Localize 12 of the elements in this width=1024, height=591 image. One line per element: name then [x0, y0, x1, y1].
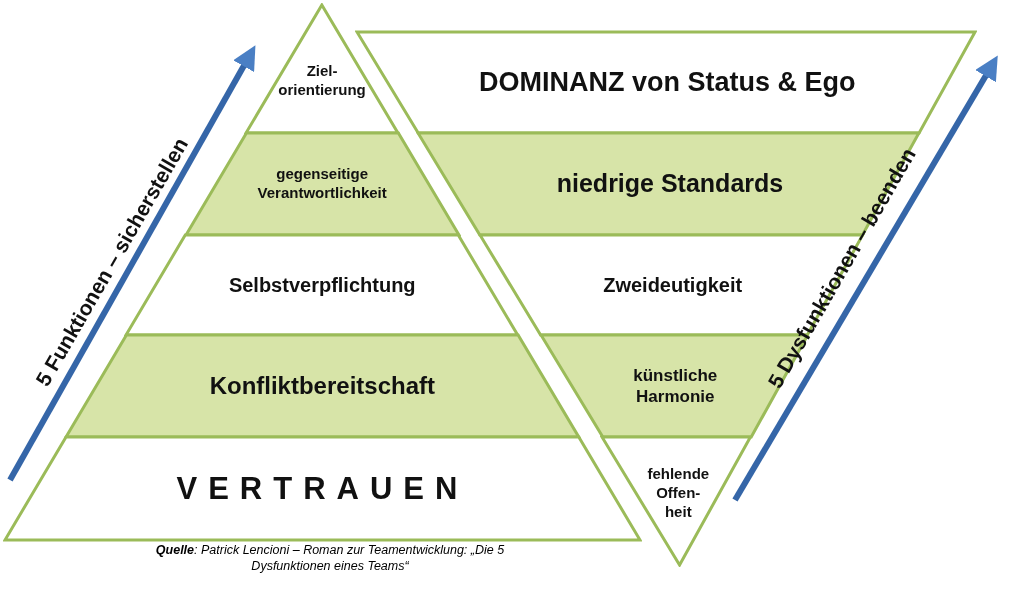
level-label: Ziel- orientierung — [277, 62, 367, 100]
level-label: gegenseitige Verantwortlichkeit — [256, 165, 388, 203]
level-label: Zweideutigkeit — [602, 272, 744, 298]
level-label: künstliche Harmonie — [632, 364, 719, 408]
level-label: niedrige Standards — [555, 168, 785, 200]
level-label: DOMINANZ von Status & Ego — [478, 65, 857, 99]
level-label: Konfliktbereitschaft — [208, 371, 436, 401]
level-label: VERTRAUEN — [175, 469, 470, 508]
source-caption: Quelle: Patrick Lencioni – Roman zur Teamentwicklung: „Die 5 Dysfunktionen eines Teams“ — [154, 542, 506, 575]
level-label: Selbstverpflichtung — [227, 272, 417, 298]
level-label: fehlende Offen- heit — [646, 464, 711, 522]
inverted-pyramid-level — [600, 435, 753, 567]
